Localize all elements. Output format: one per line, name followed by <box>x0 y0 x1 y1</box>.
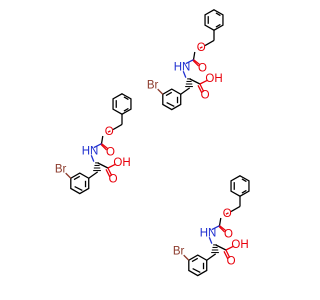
acid-oxygen-label: O <box>227 256 236 268</box>
nh-label: HN <box>174 61 191 73</box>
bromine-label: Br <box>173 245 185 257</box>
bromine-label: Br <box>147 79 159 91</box>
nh-label: HN <box>82 145 99 157</box>
hydroxyl-label: OH <box>231 239 248 251</box>
molecule-canvas: O HN O OH O Br O HN O OH O Br O HN O OH … <box>55 9 250 277</box>
hydroxyl-label: OH <box>113 157 130 169</box>
nh-label: HN <box>200 227 217 239</box>
carbonyl-oxygen-label: O <box>106 147 115 159</box>
ester-oxygen-label: O <box>197 42 206 54</box>
hydroxyl-label: OH <box>205 73 222 85</box>
acid-oxygen-label: O <box>109 174 118 186</box>
molecule-copy-3: O HN O OH O Br <box>173 175 250 277</box>
molecule-copy-2: O HN O OH O Br <box>55 93 132 195</box>
molecule-copy-1: O HN O OH O Br <box>147 9 224 111</box>
ester-oxygen-label: O <box>223 208 232 220</box>
carbonyl-oxygen-label: O <box>198 63 207 75</box>
bromine-label: Br <box>55 163 67 175</box>
ester-oxygen-label: O <box>105 126 114 138</box>
carbonyl-oxygen-label: O <box>224 229 233 241</box>
acid-oxygen-label: O <box>201 90 210 102</box>
